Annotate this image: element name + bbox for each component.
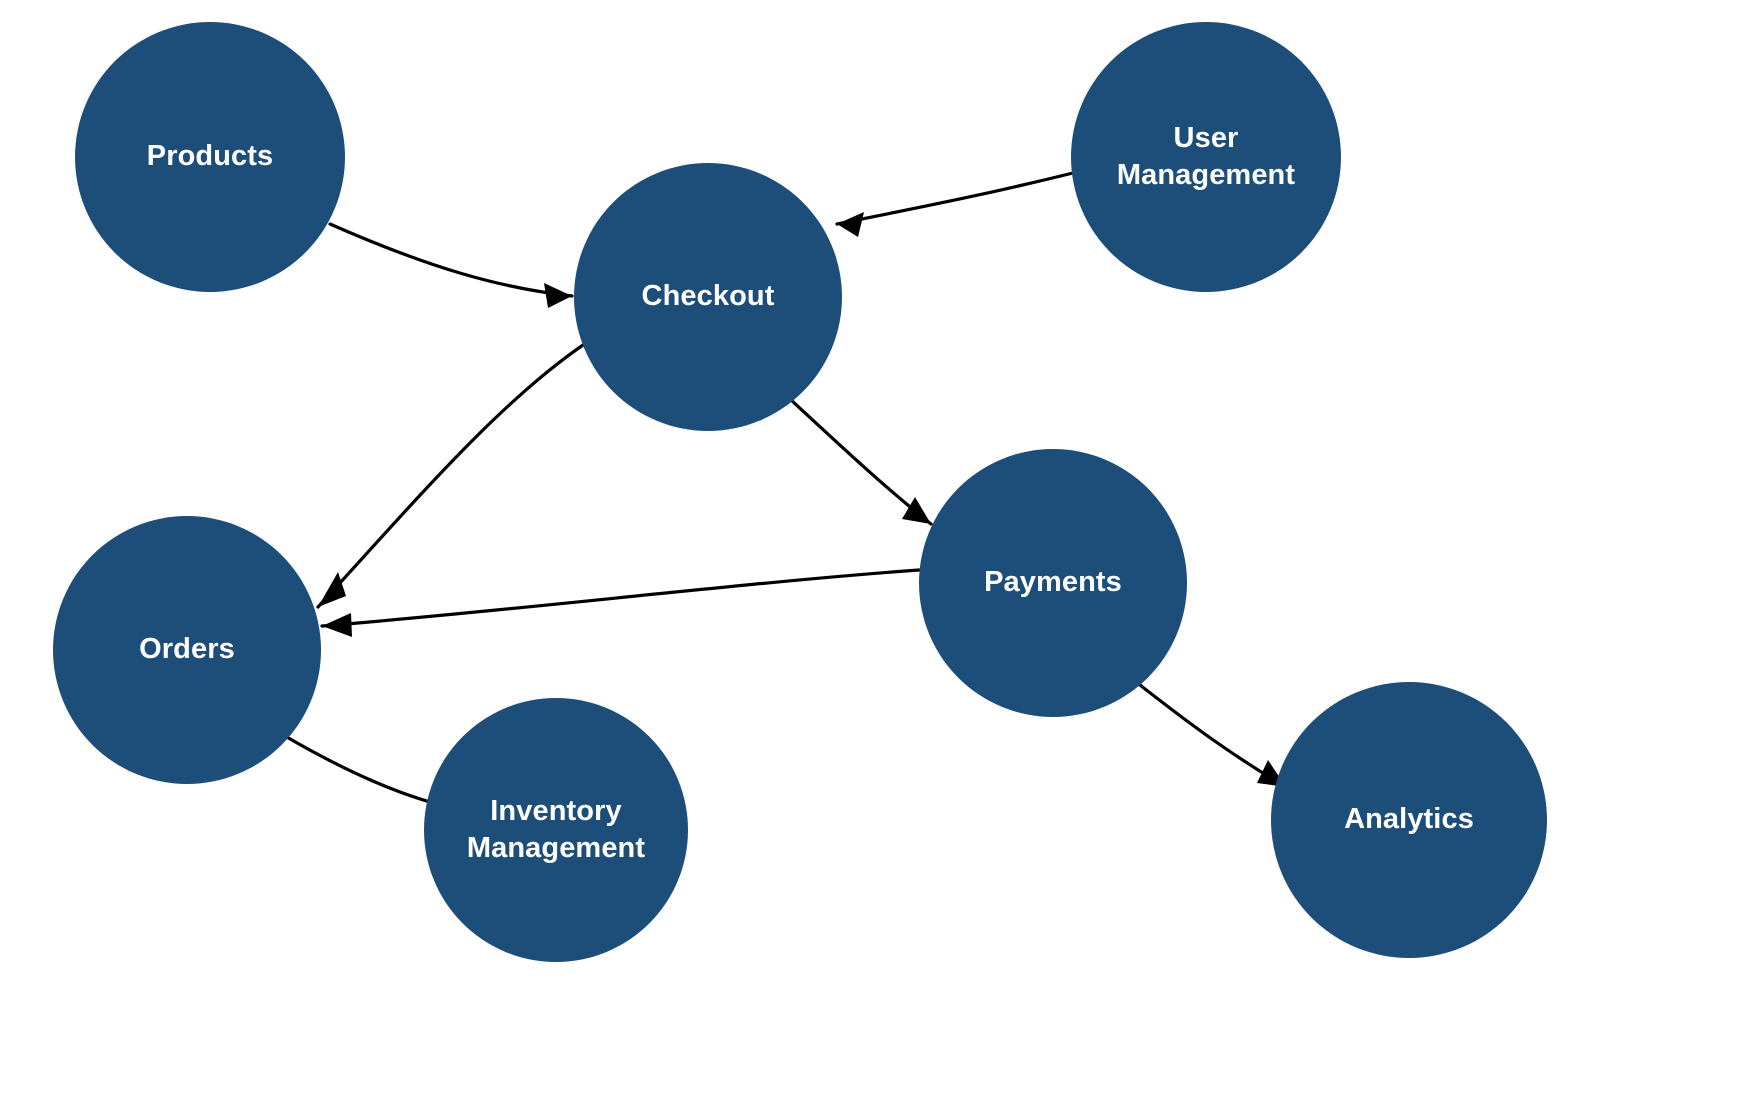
arrowhead-icon bbox=[322, 613, 352, 637]
node-orders[interactable]: Orders bbox=[53, 516, 321, 784]
node-label: Checkout bbox=[641, 280, 775, 313]
node-payments[interactable]: Payments bbox=[919, 449, 1187, 717]
node-label: Orders bbox=[139, 633, 235, 666]
arrowhead-icon bbox=[544, 283, 572, 308]
edge-checkout-payments bbox=[788, 397, 933, 526]
arrowhead-icon bbox=[318, 572, 346, 607]
node-label: User Management bbox=[1116, 121, 1296, 191]
edge-line bbox=[328, 222, 574, 298]
node-analytics[interactable]: Analytics bbox=[1271, 682, 1547, 958]
arrowhead-icon bbox=[837, 212, 864, 237]
edge-payments-orders bbox=[320, 568, 921, 637]
node-label: Payments bbox=[984, 566, 1122, 599]
edge-line bbox=[788, 397, 933, 526]
edge-usermgmt-checkout bbox=[835, 171, 1075, 237]
edge-line bbox=[320, 568, 921, 628]
node-label: Inventory Management bbox=[466, 794, 646, 864]
node-inventory-management[interactable]: Inventory Management bbox=[424, 698, 688, 962]
node-label: Products bbox=[146, 140, 274, 173]
edge-payments-analytics bbox=[1138, 683, 1288, 789]
edge-checkout-orders bbox=[316, 339, 591, 609]
edge-products-checkout bbox=[328, 222, 574, 308]
edge-line bbox=[835, 171, 1075, 226]
node-label: Analytics bbox=[1344, 803, 1474, 836]
arrowhead-icon bbox=[902, 497, 931, 524]
node-user-management[interactable]: User Management bbox=[1071, 22, 1341, 292]
node-checkout[interactable]: Checkout bbox=[574, 163, 842, 431]
edge-line bbox=[316, 339, 591, 609]
node-products[interactable]: Products bbox=[75, 22, 345, 292]
